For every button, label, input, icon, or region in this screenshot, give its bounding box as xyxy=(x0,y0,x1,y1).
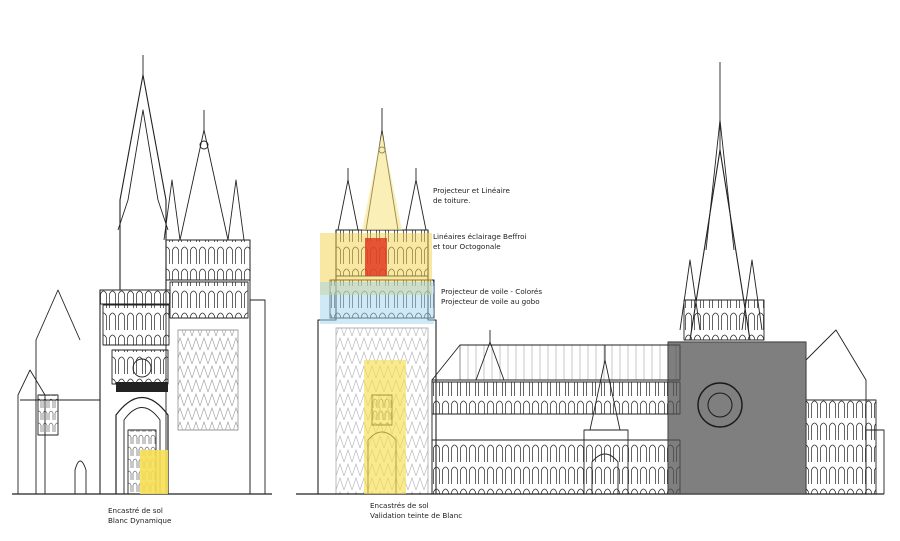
label-ground-center: Encastrés de sol Validation teinte de Bl… xyxy=(370,501,462,521)
label-roof-projector-line2: de toiture. xyxy=(433,196,471,205)
label-belfry-linear-line2: et tour Octogonale xyxy=(433,242,501,251)
label-ground-center-line1: Encastrés de sol xyxy=(370,501,429,510)
label-roof-projector: Projecteur et Linéaire de toiture. xyxy=(433,186,510,206)
label-roof-projector-line1: Projecteur et Linéaire xyxy=(433,186,510,195)
lighting-overlays xyxy=(320,132,806,494)
roof-projector-zone xyxy=(362,132,402,230)
label-ground-left-line2: Blanc Dynamique xyxy=(108,516,172,525)
rose-window xyxy=(697,382,743,428)
ground-recessed-zone xyxy=(364,360,406,494)
rose-window-inner xyxy=(707,392,733,418)
label-ground-left-line1: Encastré de sol xyxy=(108,506,163,515)
label-ground-left: Encastré de sol Blanc Dynamique xyxy=(108,506,171,526)
label-belfry-linear: Linéaires éclairage Beffroi et tour Octo… xyxy=(433,232,527,252)
label-veil-projector-line2: Projecteur de voile au gobo xyxy=(441,297,540,306)
label-belfry-linear-line1: Linéaires éclairage Beffroi xyxy=(433,232,527,241)
label-veil-projector: Projecteur de voile - Colorés Projecteur… xyxy=(441,287,542,307)
belfry-red-accent xyxy=(365,238,387,276)
left-elevation xyxy=(12,55,272,495)
label-ground-center-line2: Validation teinte de Blanc xyxy=(370,511,463,520)
veil-projector-zone xyxy=(320,282,434,324)
label-veil-projector-line1: Projecteur de voile - Colorés xyxy=(441,287,543,296)
